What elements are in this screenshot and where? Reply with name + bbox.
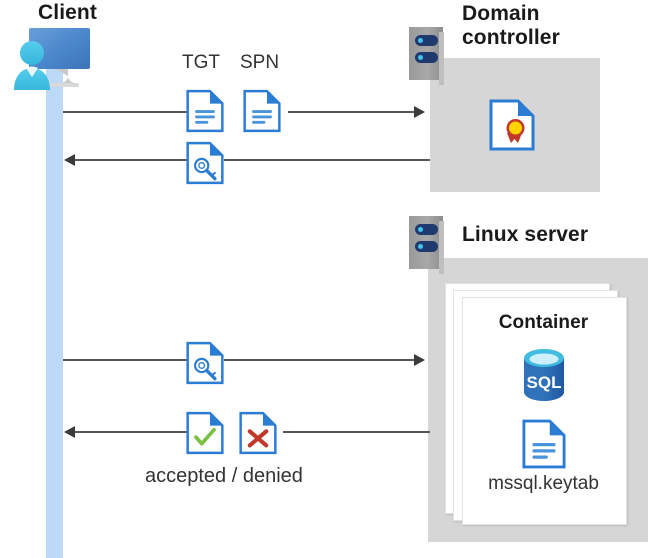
message-4-line-right [283, 431, 430, 433]
domain-controller-label-line2: controller [462, 25, 560, 49]
service-ticket-key-document-icon [186, 139, 224, 187]
user-monitor-icon [8, 22, 114, 90]
message-4-line-left [75, 431, 188, 433]
container-card-front [462, 297, 627, 525]
message-4-arrowhead [64, 426, 75, 438]
message-2-arrowhead [64, 154, 75, 166]
domain-controller-label: Domain controller [462, 2, 647, 49]
message-3-arrowhead [414, 354, 425, 366]
spn-document-icon [243, 87, 281, 135]
certificate-document-icon [489, 99, 535, 151]
accepted-denied-caption: accepted / denied [145, 465, 303, 487]
denied-cross-document-icon [239, 409, 277, 457]
spn-label: SPN [240, 52, 280, 73]
message-2-line-left [75, 159, 188, 161]
sql-database-icon: SQL [519, 347, 569, 403]
message-3-line-left [63, 359, 188, 361]
container-title: Container [498, 312, 589, 333]
server-rack-icon [409, 27, 444, 85]
message-1-line-right [288, 111, 414, 113]
accepted-check-document-icon [186, 409, 224, 457]
keytab-filename-label: mssql.keytab [488, 473, 599, 494]
message-1-arrowhead [414, 106, 425, 118]
tgt-label: TGT [182, 52, 220, 73]
service-ticket-key-document-icon [186, 339, 224, 387]
client-label: Client [38, 1, 97, 24]
message-3-line-right [224, 359, 414, 361]
message-2-line-right [224, 159, 430, 161]
client-lifeline [46, 62, 63, 558]
linux-server-label: Linux server [462, 223, 589, 246]
message-1-line-left [63, 111, 188, 113]
keytab-document-icon [522, 418, 566, 470]
domain-controller-label-line1: Domain [462, 2, 540, 25]
server-rack-icon [409, 216, 444, 274]
tgt-document-icon [186, 87, 224, 135]
svg-text:SQL: SQL [527, 373, 562, 392]
